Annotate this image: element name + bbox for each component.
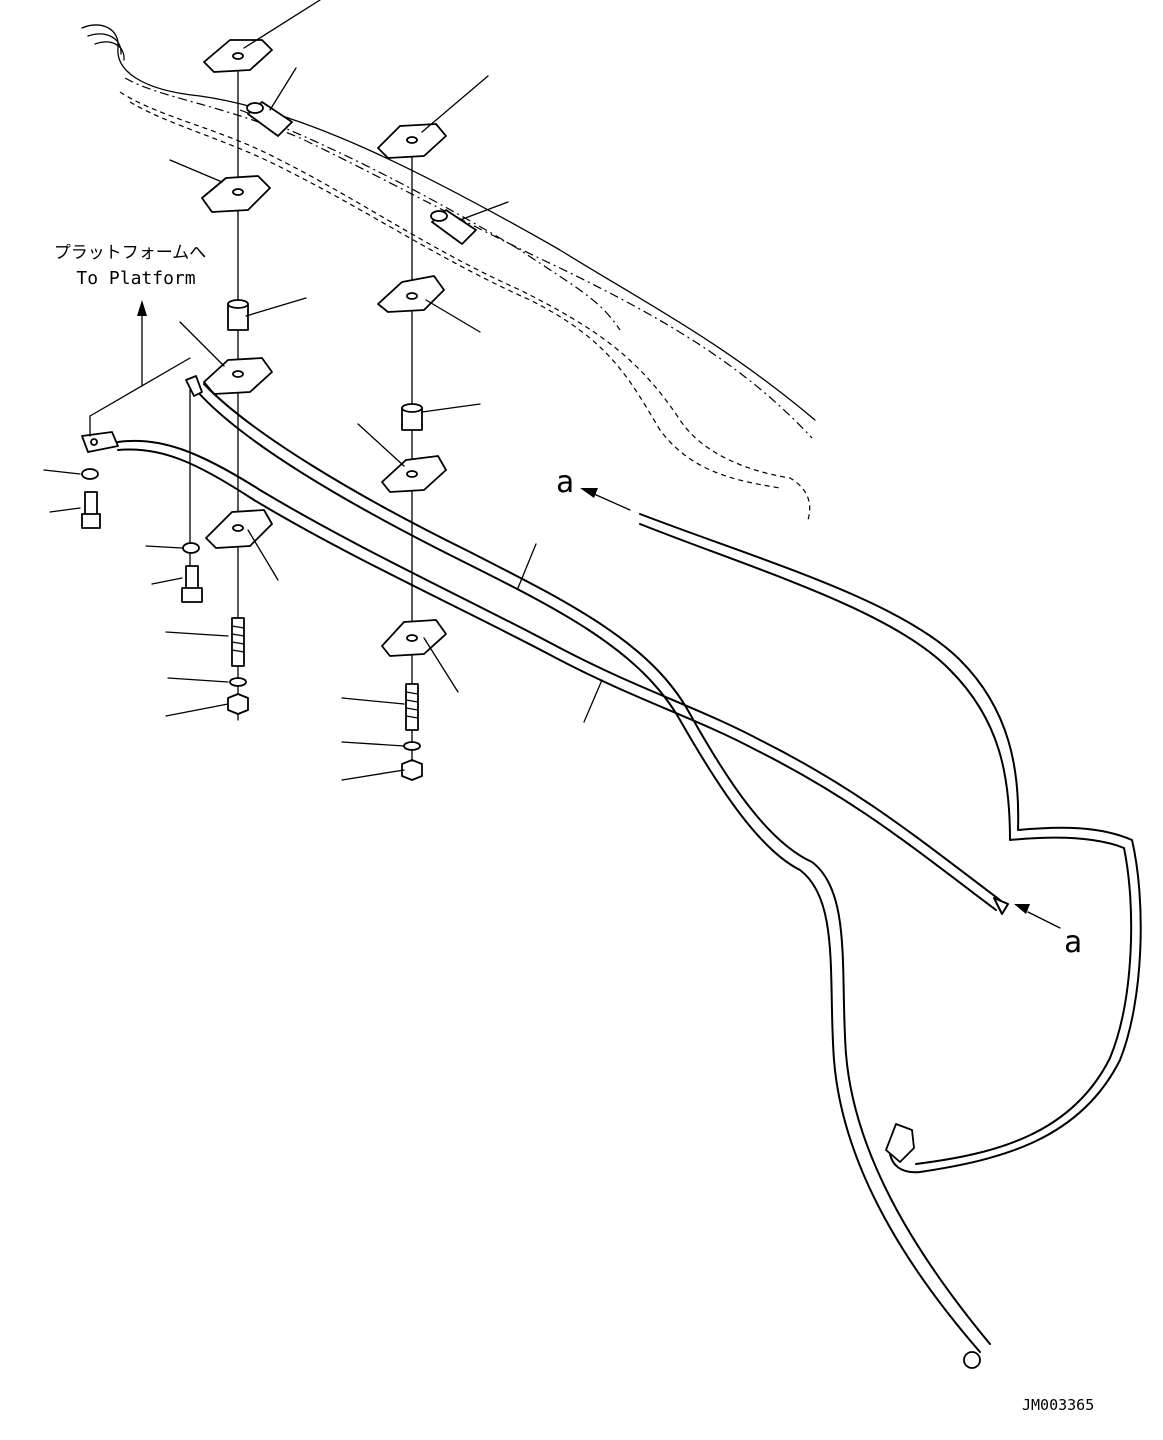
platform-label-en: To Platform — [76, 268, 195, 289]
washer-left — [229, 677, 247, 687]
terminal-platform-lower — [81, 431, 119, 453]
clip-right-2 — [377, 275, 445, 313]
view-arrow-right — [1014, 904, 1061, 929]
terminal-upper-long — [185, 375, 981, 1369]
washer-right — [403, 741, 421, 751]
drawing-number: JM003365 — [1022, 1396, 1094, 1414]
view-arrow-top — [580, 488, 631, 511]
washer-platform-1 — [81, 468, 99, 480]
nut-left — [227, 693, 249, 715]
leader-lines — [43, 0, 603, 781]
bolt-platform-2 — [181, 565, 203, 603]
nut-right — [401, 759, 423, 781]
platform-label-jp: プラットフォームへ — [54, 243, 207, 263]
stud-right — [405, 683, 419, 731]
view-marker-right: a — [1064, 925, 1082, 960]
washer-platform-2 — [182, 542, 200, 554]
clip-left-4 — [205, 509, 273, 549]
bolt-platform-1 — [81, 491, 101, 529]
stud-left — [231, 617, 245, 667]
clip-right-4 — [381, 619, 447, 657]
cable-platform-lower — [117, 439, 1009, 915]
spacer-right — [401, 403, 423, 431]
clip-right-1 — [377, 123, 447, 159]
clip-left-3 — [203, 357, 273, 395]
sleeve-right — [430, 209, 477, 245]
cable-upper-long — [195, 383, 991, 1353]
sleeve-left — [246, 101, 293, 137]
view-marker-top: a — [556, 465, 574, 500]
frame-outline — [81, 24, 816, 521]
clip-left-1 — [203, 39, 273, 73]
cable-right-loop — [639, 513, 1142, 1174]
clip-left-2 — [201, 175, 271, 213]
clip-right-3 — [381, 455, 447, 493]
spacer-left — [227, 299, 249, 331]
to-platform-pointer — [89, 300, 191, 437]
